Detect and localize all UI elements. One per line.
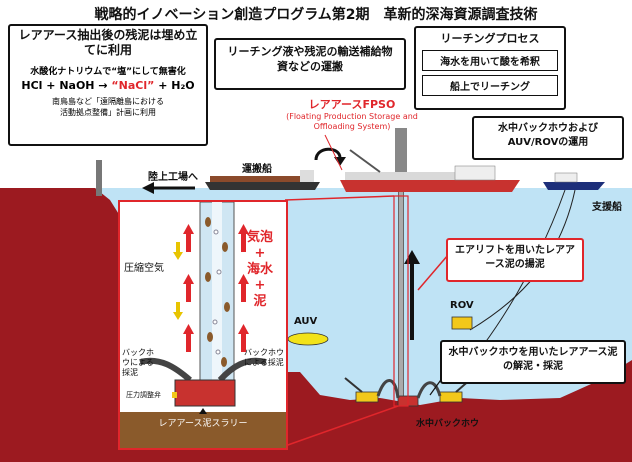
- residue-line1: 水酸化ナトリウムで“塩”にして無害化: [30, 67, 186, 77]
- underwater-backhoe-label: 水中バックホウ: [416, 419, 480, 429]
- eq-nacl: “NaCl”: [111, 79, 155, 92]
- leaching-heading: リーチングプロセス: [440, 32, 540, 45]
- mix-bubbles: 気泡: [246, 230, 273, 245]
- mix-label: 気泡 + 海水 + 泥: [234, 230, 286, 310]
- auv-vehicle: [287, 332, 329, 346]
- auv-rov-box: 水中バックホウおよびAUV/ROVの運用: [472, 116, 624, 160]
- transport-ship-label: 運搬船: [242, 164, 272, 175]
- backhoe-box: 水中バックホウを用いたレアアース泥の解泥・採泥: [440, 340, 626, 384]
- mix-plus2: +: [254, 278, 266, 293]
- airlift-box: エアリフトを用いたレアアース泥の揚泥: [446, 238, 584, 282]
- transport-text: リーチング液や残泥の輸送補給物資などの運搬: [227, 45, 393, 73]
- compressed-air-label: 圧縮空気: [124, 263, 164, 274]
- slurry-label: レアアース泥スラリー: [158, 419, 248, 429]
- backhoe-left-label: バックホウによる採泥: [122, 348, 154, 377]
- rov-label: ROV: [450, 300, 474, 311]
- fpso-name: レアアースFPSO: [308, 98, 396, 111]
- support-ship-label: 支援船: [592, 202, 622, 213]
- island: [0, 188, 102, 462]
- auv-label: AUV: [294, 316, 318, 327]
- backhoe-right-label: バックホウによる採泥: [244, 348, 284, 367]
- residue-equation: HCl + NaOH → “NaCl” + H₂O: [10, 79, 206, 92]
- residue-box: レアアース抽出後の残泥は埋め立てに利用 水酸化ナトリウムで“塩”にして無害化 H…: [8, 24, 208, 146]
- leaching-box: リーチングプロセス 海水を用いて酸を希釈 船上でリーチング: [414, 26, 566, 110]
- fpso-label: レアアースFPSO (Floating Production Storage a…: [282, 96, 422, 132]
- auv-rov-text: 水中バックホウおよびAUV/ROVの運用: [498, 123, 598, 148]
- mix-seawater: 海水: [246, 262, 273, 277]
- eq-left: HCl + NaOH →: [21, 79, 108, 92]
- leaching-item1: 海水を用いて酸を希釈: [422, 50, 558, 71]
- airlift-text: エアリフトを用いたレアアース泥の揚泥: [455, 245, 575, 270]
- mix-plus1: +: [254, 246, 266, 261]
- to-land-label: 陸上工場へ: [148, 172, 198, 183]
- transport-box: リーチング液や残泥の輸送補給物資などの運搬: [214, 38, 406, 90]
- residue-heading: レアアース抽出後の残泥は埋め立てに利用: [18, 28, 198, 57]
- pressure-valve-label: 圧力調整弁: [126, 391, 161, 399]
- airlift-detail-inset: 気泡 + 海水 + 泥 圧縮空気 バックホウによる採泥 バックホウによる採泥 圧…: [118, 200, 288, 450]
- backhoe-text: 水中バックホウを用いたレアアース泥の解泥・採泥: [448, 347, 618, 372]
- page-title: 戦略的イノベーション創造プログラム第2期 革新的深海資源調査技術: [94, 7, 538, 23]
- fpso-ship: [340, 128, 520, 192]
- residue-line4: 活動拠点整備」計画に利用: [60, 108, 156, 117]
- fpso-full: (Floating Production Storage and Offload…: [286, 112, 418, 131]
- transport-ship: [205, 170, 320, 190]
- support-ship: [543, 172, 605, 190]
- eq-right: + H₂O: [158, 79, 195, 92]
- mix-mud: 泥: [253, 294, 267, 309]
- residue-line3: 南鳥島など「遠隔離島における: [52, 97, 164, 106]
- seabed-backhoe-left: [344, 377, 379, 403]
- rov-vehicle: [451, 316, 473, 330]
- leaching-item2: 船上でリーチング: [422, 75, 558, 96]
